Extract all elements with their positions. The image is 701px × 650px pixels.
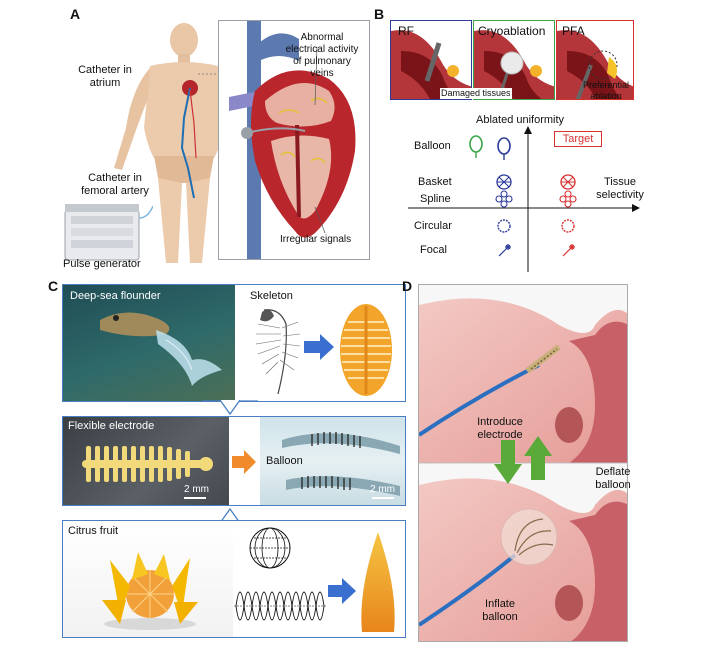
target-badge	[554, 131, 602, 147]
citrus-fruit-illustration	[102, 552, 198, 630]
flounder-fish-illustration	[100, 312, 222, 386]
rf-label: RF	[398, 24, 414, 38]
catheter-type-icons	[469, 135, 577, 257]
scale-bar-label-2: 2 mm	[370, 484, 395, 495]
flexible-electrode-label: Flexible electrode	[68, 420, 155, 432]
pfa-label: PFA	[562, 24, 585, 38]
selectivity-uniformity-axes	[408, 126, 640, 272]
row-basket-label: Basket	[418, 176, 452, 188]
pulse-generator-device	[64, 204, 153, 261]
comb-electrode-oval	[340, 304, 392, 396]
red-focal-icon	[562, 244, 575, 257]
unfolded-sphere-pattern	[234, 591, 326, 621]
catheter-femoral-label: Catheter in femoral artery	[81, 172, 149, 198]
introduce-electrode-label: Introduce electrode	[477, 416, 523, 442]
deflate-balloon-label: Deflate balloon	[595, 466, 631, 492]
preferential-ablation-label: Preferential ablation	[582, 80, 630, 101]
scale-bar-2	[372, 497, 394, 499]
citrus-label: Citrus fruit	[68, 525, 119, 537]
pulse-generator-label: Pulse generator	[63, 258, 141, 270]
y-axis-label: Ablated uniformity	[476, 114, 565, 126]
panel-d-letter: D	[402, 278, 413, 294]
green-balloon-icon	[469, 135, 483, 153]
flounder-photo	[63, 285, 235, 401]
heart-cross-section	[229, 21, 356, 259]
down-arrow-outline-1	[202, 400, 258, 416]
irregular-signals-label: Irregular signals	[280, 234, 352, 245]
row-focal-label: Focal	[420, 244, 447, 256]
flounder-label: Deep-sea flounder	[70, 290, 161, 302]
blue-circular-icon	[497, 219, 511, 233]
panel-a-letter: A	[70, 6, 81, 22]
up-arrow-outline-2	[202, 507, 258, 523]
skeleton-label: Skeleton	[250, 290, 293, 302]
red-circular-icon	[561, 219, 575, 233]
up-arrow-green	[524, 436, 552, 480]
balloon-electrode-illustration	[282, 432, 400, 496]
orange-petal-shape	[361, 532, 395, 632]
blue-balloon-icon	[497, 137, 511, 155]
atrium-procedure-illustration	[419, 285, 627, 641]
cryo-label: Cryoablation	[478, 24, 546, 38]
skeleton-illustration	[255, 309, 301, 395]
right-arrow-orange	[232, 450, 256, 474]
cryo-box	[473, 20, 555, 100]
panel-c-letter: C	[48, 278, 59, 294]
blue-spline-icon	[495, 190, 513, 208]
damaged-tissues-label: Damaged tissues	[440, 88, 512, 99]
right-arrow-blue-2	[328, 578, 356, 604]
row-circular-label: Circular	[414, 220, 452, 232]
scale-bar-1	[184, 497, 206, 499]
balloon-photo-label: Balloon	[266, 455, 303, 467]
x-axis-label: Tissue selectivity	[596, 176, 644, 202]
catheter-atrium-label: Catheter in atrium	[78, 64, 132, 90]
abnormal-activity-label: Abnormal electrical activity of pulmonar…	[285, 32, 359, 79]
inflate-balloon-label: Inflate balloon	[482, 598, 518, 624]
sphere-wireframe	[249, 527, 291, 569]
row-spline-label: Spline	[420, 193, 451, 205]
blue-focal-icon	[498, 244, 511, 257]
flexible-electrode-strip	[82, 446, 213, 482]
panel-d-frame	[418, 284, 628, 642]
rf-box	[390, 20, 472, 100]
panel-b-letter: B	[374, 6, 385, 22]
right-arrow-blue-1	[304, 334, 334, 360]
row-balloon-label: Balloon	[414, 140, 451, 152]
red-spline-icon	[559, 190, 577, 208]
target-label: Target	[562, 133, 594, 145]
scale-bar-label-1: 2 mm	[184, 484, 209, 495]
pfa-box	[556, 20, 634, 100]
down-arrow-green	[494, 440, 522, 484]
